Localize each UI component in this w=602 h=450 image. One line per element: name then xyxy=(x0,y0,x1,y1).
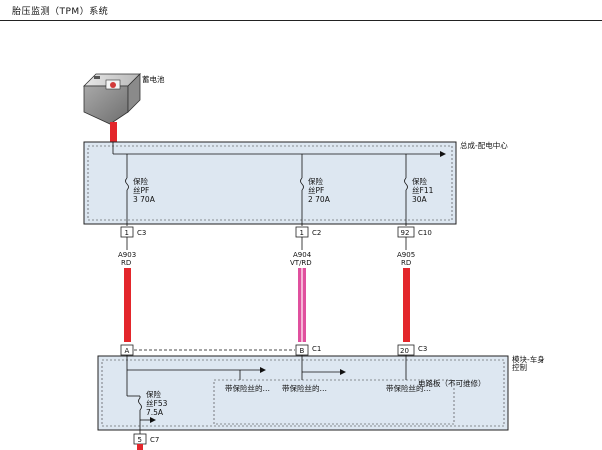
pin-module-a: A xyxy=(120,344,134,356)
pin-module-b: B C1 xyxy=(295,344,321,356)
fuse-f53-line2: 丝F53 xyxy=(146,398,168,408)
pin-c10-92-number: 92 xyxy=(401,229,410,237)
battery-wire xyxy=(110,122,117,144)
battery-label: 蓄电池 xyxy=(142,74,165,84)
body-module-label-line1: 模块-车身 xyxy=(512,354,545,364)
fuse-pf2-line3: 2 70A xyxy=(308,195,331,204)
body-module-box xyxy=(97,355,509,431)
fuse-pf3-line2: 丝PF xyxy=(133,185,149,195)
pin-module-20: 20 C3 xyxy=(397,344,427,356)
fuse-f53: 保险 丝F53 7.5A xyxy=(127,389,168,434)
distribution-center-label: 总成-配电中心 xyxy=(460,140,508,150)
pin-module-b-connector: C1 xyxy=(312,345,321,353)
wire-a905: A905 RD xyxy=(397,237,415,342)
fused-label-2: 带保险丝的… xyxy=(282,383,327,393)
fuse-pf2-line1: 保险 xyxy=(308,176,323,186)
fuse-pf3-line1: 保险 xyxy=(133,176,148,186)
fuse-pf2-line2: 丝PF xyxy=(308,185,324,195)
pin-c10-92-connector: C10 xyxy=(418,229,432,237)
pin-c2-1-connector: C2 xyxy=(312,229,321,237)
pin-c2-1-number: 1 xyxy=(300,229,304,237)
pin-c3-1: 1 C3 xyxy=(120,226,146,238)
wire-a903-color: RD xyxy=(121,259,131,267)
fuse-f11: 保险 丝F11 30A xyxy=(404,176,434,226)
pin-c3-1-number: 1 xyxy=(125,229,129,237)
pin-module-b-number: B xyxy=(300,347,305,355)
circuit-board-region xyxy=(213,379,455,425)
fuse-pf2: 保险 丝PF 2 70A xyxy=(300,176,331,226)
pin-c7-5: 5 C7 xyxy=(133,433,159,450)
body-module-inner xyxy=(101,359,505,427)
output-wire xyxy=(137,444,143,450)
pin-c3-1-connector: C3 xyxy=(137,229,146,237)
pin-module-20-connector: C3 xyxy=(418,345,427,353)
fuse-pf3-line3: 3 70A xyxy=(133,195,156,204)
wire-a904-circuit: A904 xyxy=(293,251,312,259)
distribution-center-inner xyxy=(87,145,453,221)
wire-a903-circuit: A903 xyxy=(118,251,136,259)
pin-module-a-number: A xyxy=(125,347,130,355)
fuse-f53-line3: 7.5A xyxy=(146,408,164,417)
fuse-f11-line3: 30A xyxy=(412,195,428,204)
fused-label-3: 带保险丝的… xyxy=(386,383,431,393)
wire-a905-color: RD xyxy=(401,259,411,267)
fused-label-1: 带保险丝的… xyxy=(225,383,270,393)
bus-bar xyxy=(112,142,446,178)
pin-c7-5-number: 5 xyxy=(138,436,142,444)
fuse-f11-line2: 丝F11 xyxy=(412,185,434,195)
pin-c7-5-connector: C7 xyxy=(150,436,159,444)
body-module-label-line2: 控制 xyxy=(512,362,527,372)
distribution-center-box xyxy=(83,141,457,225)
pin-module-20-number: 20 xyxy=(400,347,409,355)
battery-icon xyxy=(83,73,141,125)
fuse-pf3: 保险 丝PF 3 70A xyxy=(125,176,156,226)
pin-c10-92: 92 C10 xyxy=(397,226,432,238)
circuit-board-label: 电路板（不可维修） xyxy=(418,378,486,388)
fuse-f11-line1: 保险 xyxy=(412,176,427,186)
wire-a904-color: VT/RD xyxy=(290,259,312,267)
page-header: 胎压监测（TPM）系统 xyxy=(0,0,602,21)
wire-a903: A903 RD xyxy=(118,237,136,342)
wire-a905-circuit: A905 xyxy=(397,251,415,259)
body-module-internal-wiring xyxy=(126,355,407,396)
fuse-f53-line1: 保险 xyxy=(146,389,161,399)
wire-a904: A904 VT/RD xyxy=(290,237,312,342)
pin-c2-1: 1 C2 xyxy=(295,226,321,238)
page-title: 胎压监测（TPM）系统 xyxy=(12,7,109,17)
